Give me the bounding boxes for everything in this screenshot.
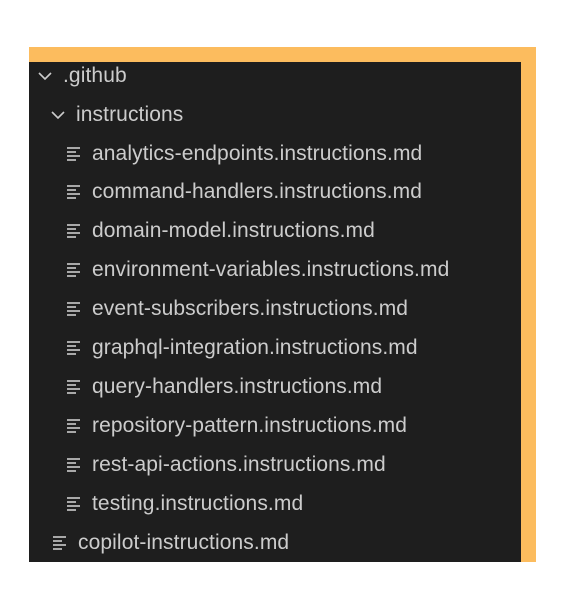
folder-instructions[interactable]: instructions: [29, 95, 183, 134]
file-lines-icon: [67, 341, 80, 355]
file-label: event-subscribers.instructions.md: [92, 297, 409, 321]
file-lines-icon: [67, 496, 80, 511]
file-item[interactable]: domain-model.instructions.md: [29, 212, 375, 251]
file-lines-icon: [67, 263, 80, 277]
file-label: copilot-instructions.md: [78, 530, 290, 554]
file-lines-icon: [67, 380, 80, 394]
file-copilot-instructions[interactable]: copilot-instructions.md: [29, 523, 289, 562]
folder-github[interactable]: .github: [29, 56, 127, 95]
file-label: testing.instructions.md: [92, 491, 304, 515]
file-item[interactable]: analytics-endpoints.instructions.md: [29, 134, 422, 173]
file-item[interactable]: environment-variables.instructions.md: [29, 251, 449, 290]
folder-label-github: .github: [63, 63, 127, 87]
file-label: graphql-integration.instructions.md: [92, 336, 418, 359]
file-label: command-handlers.instructions.md: [92, 180, 423, 204]
file-item[interactable]: command-handlers.instructions.md: [29, 173, 422, 212]
file-lines-icon: [67, 224, 80, 239]
file-item[interactable]: testing.instructions.md: [29, 484, 303, 523]
chevron-down-icon[interactable]: [37, 68, 53, 84]
file-label: domain-model.instructions.md: [92, 219, 375, 243]
file-item[interactable]: graphql-integration.instructions.md: [29, 329, 418, 368]
file-label: rest-api-actions.instructions.md: [92, 452, 386, 476]
file-lines-icon: [67, 457, 80, 472]
file-item[interactable]: rest-api-actions.instructions.md: [29, 445, 386, 484]
file-label: query-handlers.instructions.md: [92, 374, 383, 398]
file-explorer-tree: .github instructions analytics-endpoints…: [29, 62, 521, 562]
file-label: repository-pattern.instructions.md: [92, 413, 408, 437]
file-item[interactable]: repository-pattern.instructions.md: [29, 406, 407, 445]
file-lines-icon: [53, 535, 66, 550]
file-lines-icon: [67, 146, 80, 161]
chevron-down-icon[interactable]: [50, 107, 66, 123]
file-lines-icon: [67, 418, 80, 433]
folder-label-instructions: instructions: [76, 102, 184, 126]
file-label: environment-variables.instructions.md: [92, 258, 450, 282]
file-item[interactable]: query-handlers.instructions.md: [29, 367, 382, 406]
file-item[interactable]: event-subscribers.instructions.md: [29, 290, 408, 329]
file-lines-icon: [67, 185, 80, 200]
file-label: analytics-endpoints.instructions.md: [92, 141, 423, 165]
file-lines-icon: [67, 302, 80, 316]
